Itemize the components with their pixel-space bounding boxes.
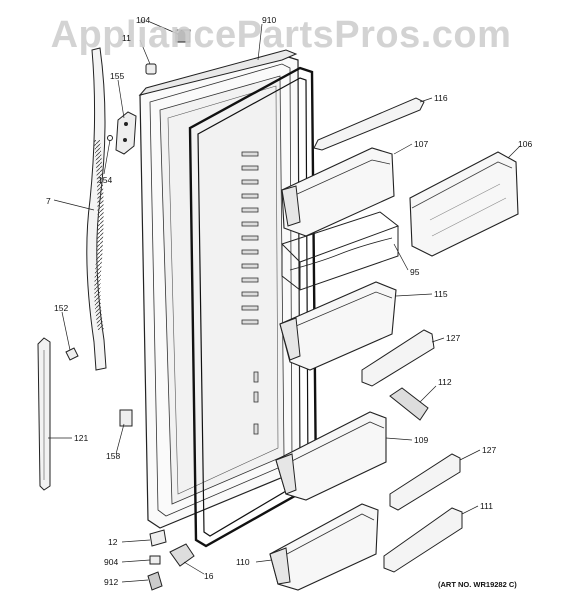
bottom-hinge-parts <box>147 529 195 591</box>
hinge-bracket <box>115 111 137 155</box>
bin-trim-upper <box>361 329 435 387</box>
callout-11: 11 <box>122 33 131 43</box>
clip-112 <box>389 387 429 421</box>
door-tray <box>409 151 519 257</box>
callout-127-lower: 127 <box>482 445 497 455</box>
dairy-bin <box>281 147 395 237</box>
bin-bar <box>313 97 425 151</box>
callout-111: 111 <box>480 501 493 511</box>
callout-112: 112 <box>438 377 452 387</box>
callout-109: 109 <box>414 435 429 445</box>
callout-106: 106 <box>518 139 533 149</box>
door-trim-strip <box>86 47 107 371</box>
callout-152: 152 <box>54 303 69 313</box>
door-bin-middle <box>275 411 387 501</box>
callout-12: 12 <box>108 537 118 547</box>
plug-part <box>145 63 157 75</box>
callout-16: 16 <box>204 571 214 581</box>
callout-107: 107 <box>414 139 429 149</box>
wire-rack <box>281 211 400 291</box>
handle-strip <box>37 337 51 491</box>
callout-912: 912 <box>104 577 119 587</box>
callout-95: 95 <box>410 267 420 277</box>
callout-158: 158 <box>106 451 121 461</box>
callout-127-upper: 127 <box>446 333 461 343</box>
door-bin-upper <box>279 281 397 371</box>
screw-152 <box>65 347 79 361</box>
leader-lines <box>48 21 521 583</box>
callout-154: 154 <box>98 175 113 185</box>
callout-904: 904 <box>104 557 119 567</box>
callout-110: 110 <box>236 557 250 567</box>
callout-7: 7 <box>46 196 51 206</box>
screw-part <box>107 135 113 141</box>
clip-part <box>119 409 133 427</box>
art-number: (ART NO. WR19282 C) <box>438 580 517 589</box>
door-bin-lower <box>269 503 379 591</box>
callout-910: 910 <box>262 15 277 25</box>
callout-104: 104 <box>136 15 151 25</box>
callout-115: 115 <box>434 289 448 299</box>
bin-trim-lower <box>389 453 461 511</box>
callout-155: 155 <box>110 71 125 81</box>
bin-trim-111 <box>383 507 463 573</box>
callout-116: 116 <box>434 93 448 103</box>
callout-121: 121 <box>74 433 89 443</box>
cap-part <box>175 29 191 43</box>
